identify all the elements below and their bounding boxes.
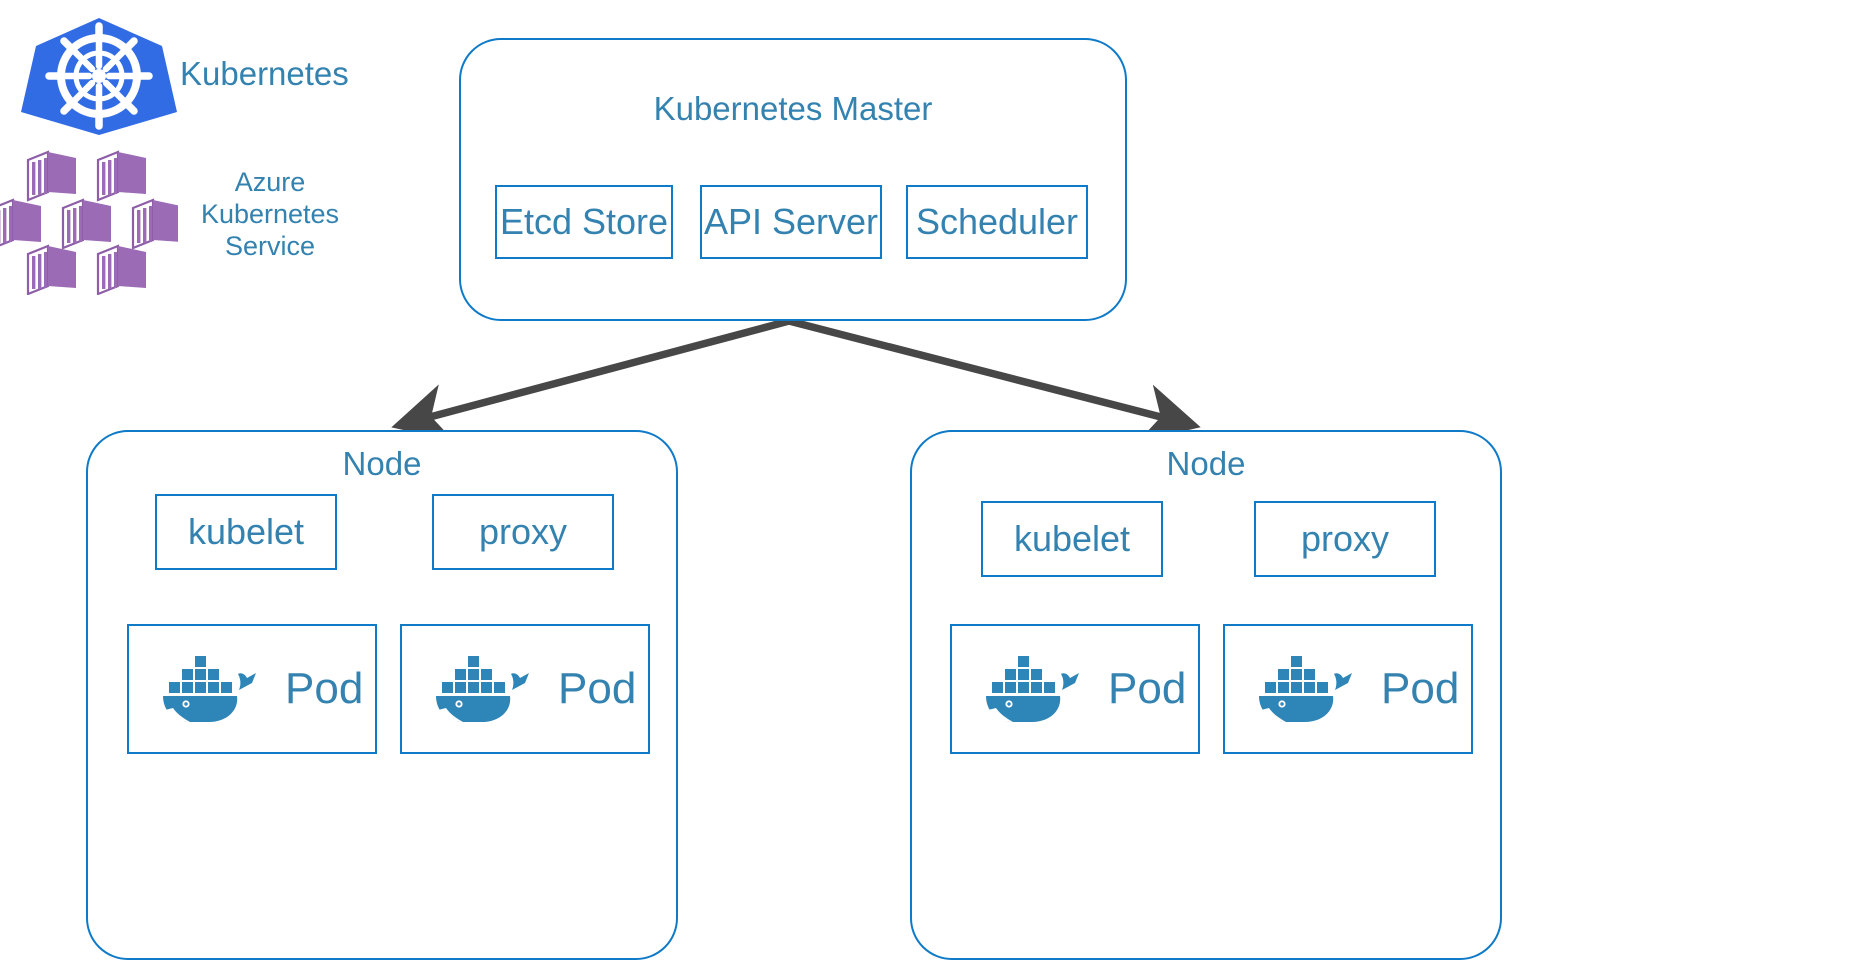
- api-server-box[interactable]: API Server: [700, 185, 882, 259]
- arrow-master-to-node-left: [391, 317, 790, 441]
- node-left-pod-1[interactable]: Pod: [127, 624, 377, 754]
- node-right-pod-2[interactable]: Pod: [1223, 624, 1473, 754]
- node-left-pod-2-label: Pod: [558, 664, 637, 713]
- docker-whale-icon: [436, 656, 529, 722]
- kubernetes-legend-label: Kubernetes: [180, 55, 349, 92]
- node-right-pod-1-label: Pod: [1108, 664, 1187, 713]
- node-right-title: Node: [1166, 445, 1246, 482]
- etcd-store-box[interactable]: Etcd Store: [495, 185, 673, 259]
- node-left-pod-1-label: Pod: [285, 664, 364, 713]
- node-right-pod-1[interactable]: Pod: [950, 624, 1200, 754]
- azure-kubernetes-service-logo-icon: [0, 150, 178, 295]
- aks-legend-label-line1: Azure: [234, 167, 306, 197]
- scheduler-box[interactable]: Scheduler: [906, 185, 1088, 259]
- kubernetes-master-title: Kubernetes Master: [653, 90, 933, 127]
- node-right-pod-2-label: Pod: [1381, 664, 1460, 713]
- aks-legend-label-line3: Service: [224, 230, 316, 261]
- docker-whale-icon: [1259, 656, 1352, 722]
- node-right-proxy-label: proxy: [1300, 518, 1390, 559]
- kubernetes-master-box[interactable]: Kubernetes Master: [459, 38, 1127, 321]
- node-left-pod-2[interactable]: Pod: [400, 624, 650, 754]
- aks-legend-label-line2: Kubernetes: [200, 198, 340, 229]
- node-left-title: Node: [342, 445, 422, 482]
- docker-whale-icon: [986, 656, 1079, 722]
- kubernetes-logo-icon: [14, 14, 184, 139]
- node-right-proxy-box[interactable]: proxy: [1254, 501, 1436, 577]
- aks-legend-label: Azure Kubernetes Service: [186, 167, 354, 263]
- etcd-store-label: Etcd Store: [499, 201, 669, 242]
- node-left-proxy-box[interactable]: proxy: [432, 494, 614, 570]
- docker-whale-icon: [163, 656, 256, 722]
- arrow-master-to-node-right: [788, 317, 1201, 442]
- scheduler-label: Scheduler: [915, 201, 1079, 242]
- node-right-kubelet-label: kubelet: [1013, 518, 1131, 559]
- node-left-kubelet-label: kubelet: [187, 511, 305, 552]
- api-server-label: API Server: [703, 201, 879, 242]
- node-left-proxy-label: proxy: [478, 511, 568, 552]
- node-right-kubelet-box[interactable]: kubelet: [981, 501, 1163, 577]
- node-left-kubelet-box[interactable]: kubelet: [155, 494, 337, 570]
